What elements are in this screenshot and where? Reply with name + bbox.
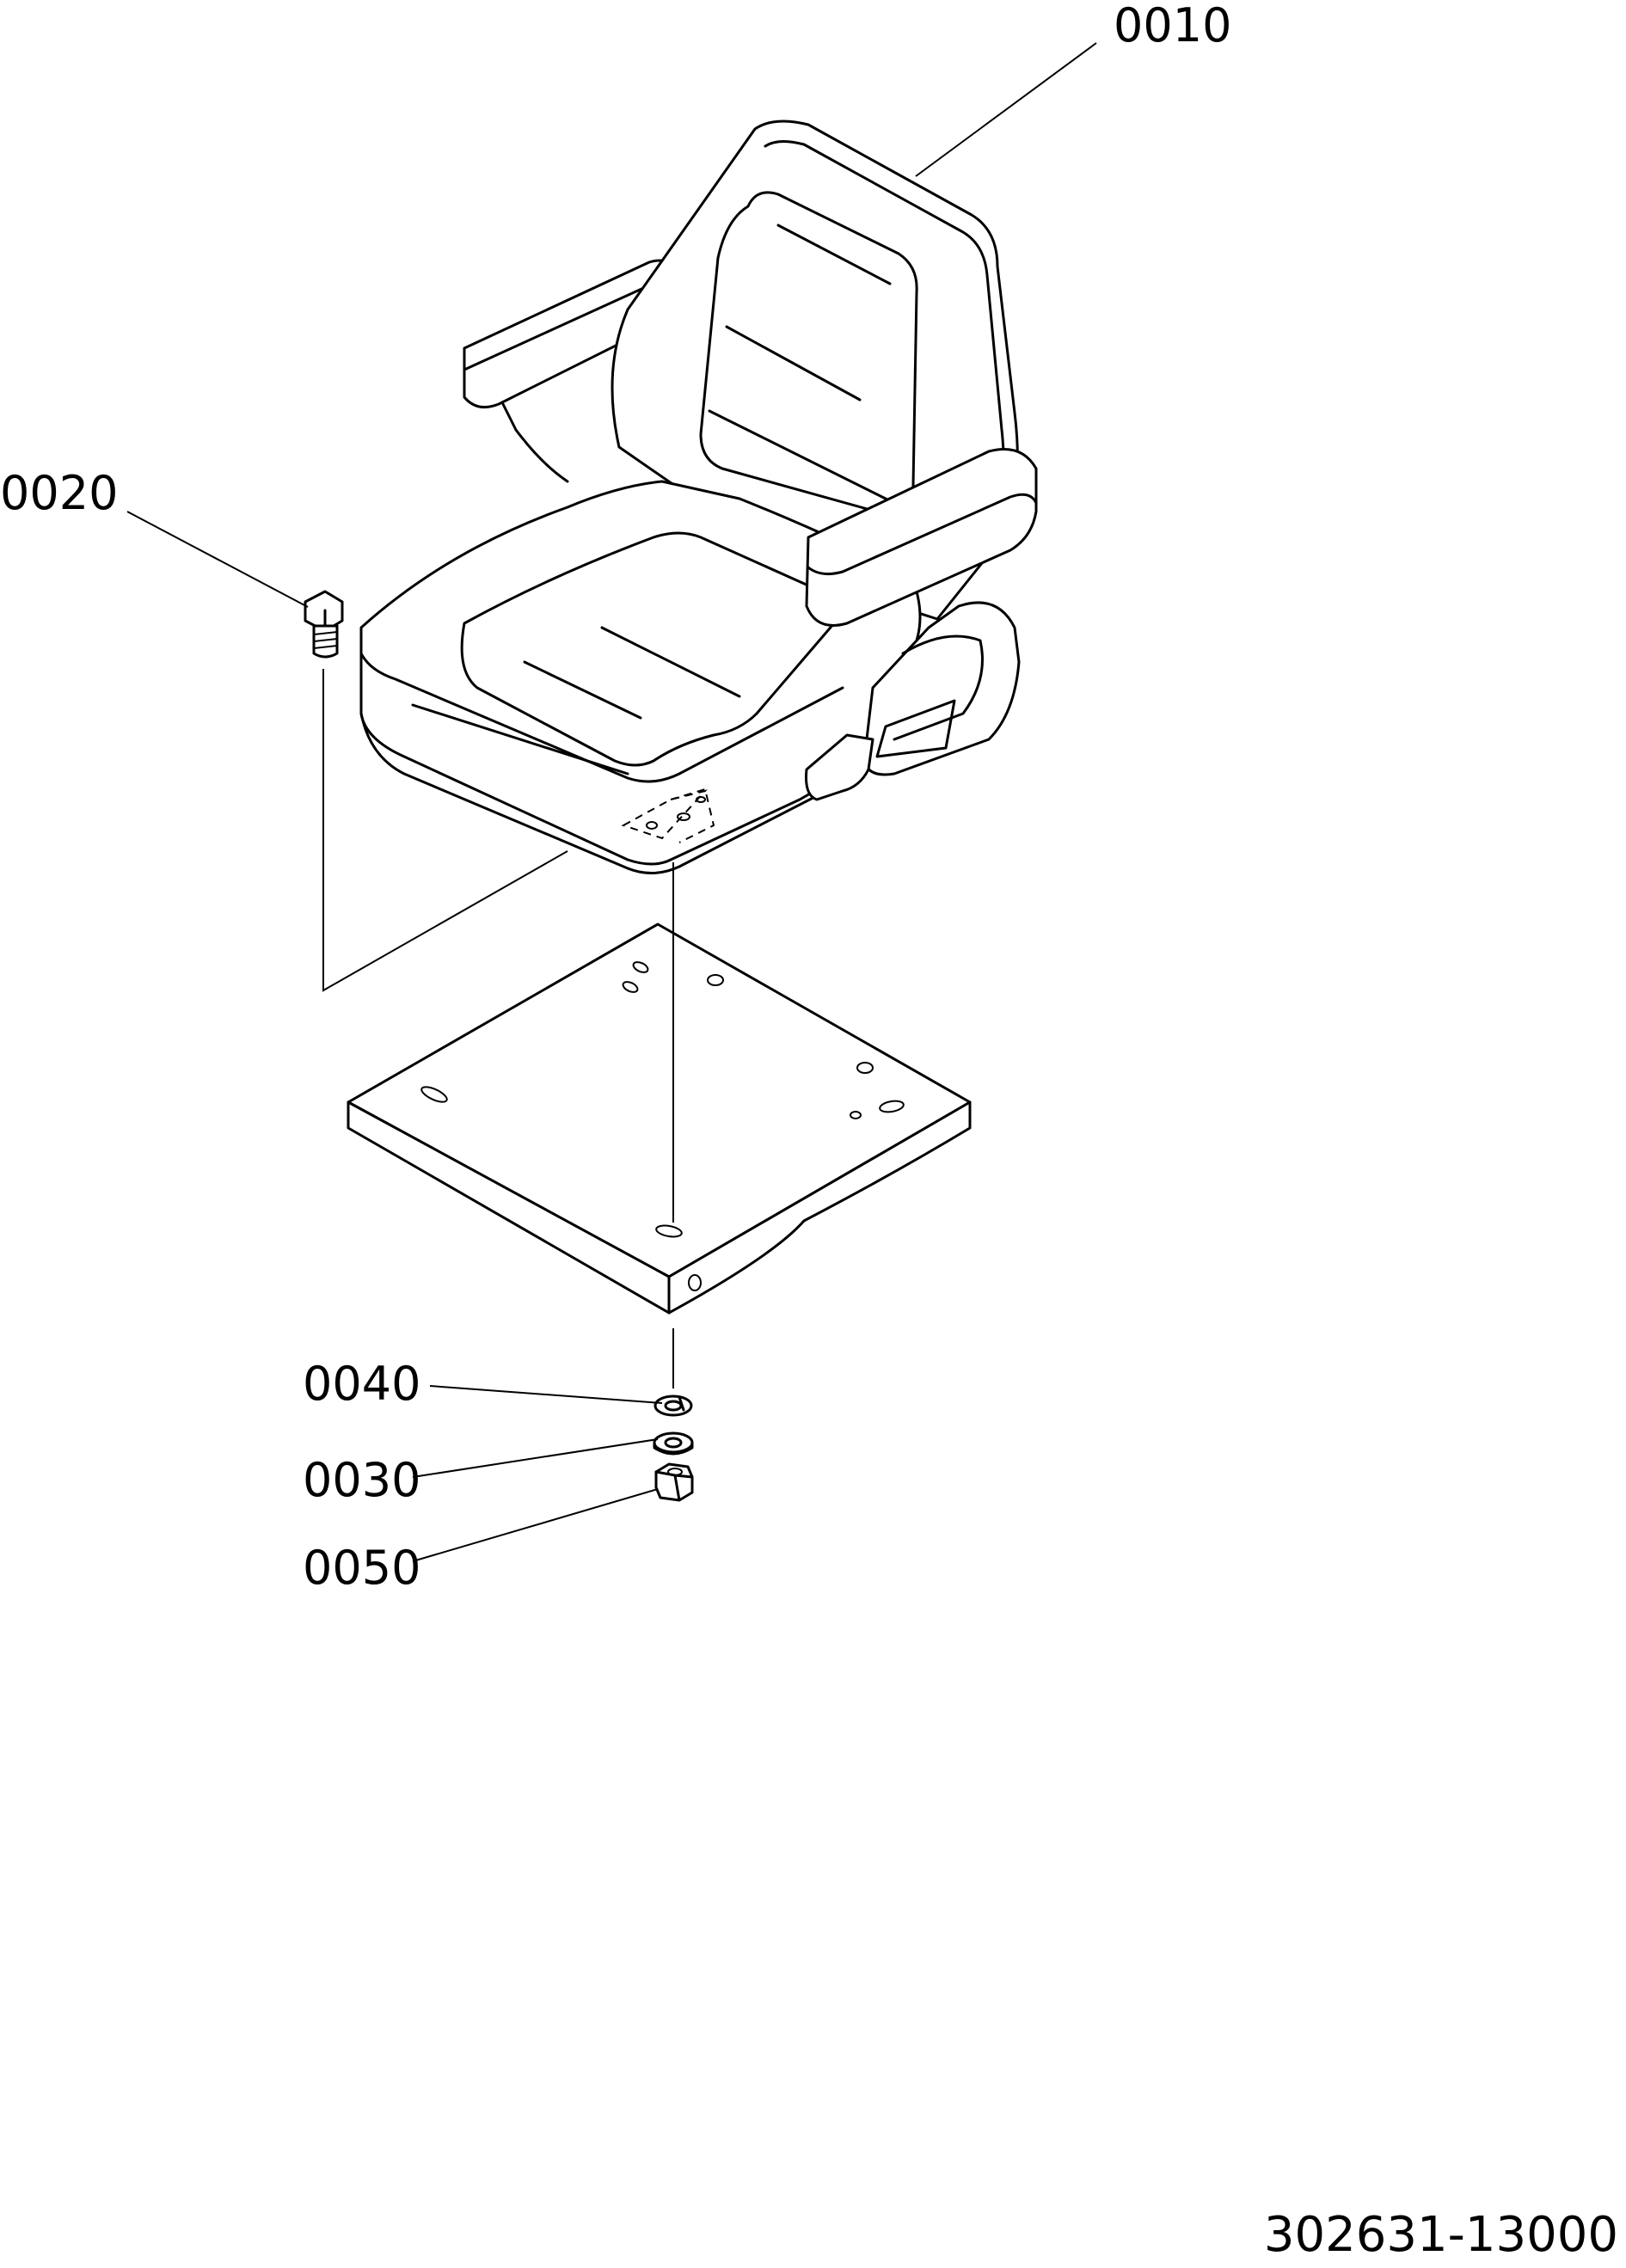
assembly-lines: [322, 669, 674, 1388]
callout-0020: 0020: [0, 466, 118, 520]
seat-base-plate: [347, 923, 972, 1315]
callout-0050: 0050: [303, 1541, 420, 1595]
operator-seat: [359, 120, 1038, 874]
document-number: 302631-13000: [1264, 2207, 1618, 2263]
leader-lines: [126, 42, 1097, 1562]
callout-0030: 0030: [303, 1453, 420, 1507]
right-armrest: [805, 448, 1038, 801]
callout-0010: 0010: [1114, 0, 1231, 52]
hex-nut: [654, 1462, 694, 1502]
mounting-bolt: [304, 590, 344, 659]
spring-washer: [653, 1395, 693, 1417]
callout-0040: 0040: [303, 1357, 420, 1411]
flat-washer: [653, 1431, 694, 1456]
